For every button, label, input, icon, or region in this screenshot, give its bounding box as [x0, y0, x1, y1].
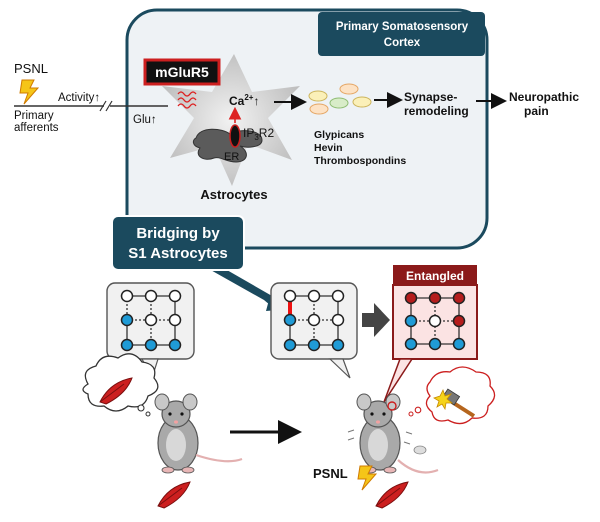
pain-bubble: [425, 366, 496, 425]
synapse-label-line1: Synapse-: [404, 90, 457, 104]
bridging-line2: S1 Astrocytes: [128, 245, 228, 262]
factor-thrombospondins: Thrombospondins: [314, 155, 406, 167]
cortex-title-line2: Cortex: [384, 37, 421, 49]
feather-icon-left-bottom: [157, 481, 191, 509]
factor-glypicans: Glypicans: [314, 129, 364, 141]
network-grid-bridged: [270, 282, 358, 379]
ip3r2-channel-icon: [229, 124, 241, 148]
psnl-label-bottom: PSNL: [313, 466, 348, 481]
cortex-panel: Primary Somatosensory Cortex: [125, 8, 489, 250]
primary-afferents-line2: afferents: [14, 122, 59, 134]
pain-label-line1: Neuropathic: [509, 90, 579, 104]
mouse-normal: [82, 353, 243, 509]
bridging-line1: Bridging by: [136, 225, 220, 242]
er-label: ER: [224, 151, 239, 163]
cortex-title-badge: [318, 12, 485, 56]
synapse-label-line2: remodeling: [404, 104, 469, 118]
cortex-title-line1: Primary Somatosensory: [336, 21, 469, 33]
s1-cortex-marker: [387, 401, 397, 411]
primary-afferent-input: PSNL Activity↑ Primary afferents Glu↑: [14, 61, 168, 134]
network-grid-entangled: Entangled: [383, 265, 478, 403]
receptor-icon: [177, 91, 197, 109]
psnl-label-top: PSNL: [14, 61, 48, 76]
network-grid-before: [106, 282, 195, 380]
astrocytes-label: Astrocytes: [200, 187, 267, 202]
ip3r2-label: IP3R2: [243, 126, 274, 142]
feather-icon-right-bottom: [375, 481, 409, 509]
mglur5-badge: [143, 58, 221, 86]
secreted-factors-icon: [308, 83, 372, 115]
glu-label: Glu↑: [133, 114, 157, 126]
calcium-label: Ca2+↑: [229, 93, 259, 108]
mglur5-label: mGluR5: [155, 64, 209, 80]
hammer-icon: [441, 388, 476, 418]
lightning-icon: [19, 79, 40, 105]
pain-label-line2: pain: [524, 104, 549, 118]
factor-hevin: Hevin: [314, 142, 343, 154]
activity-label: Activity↑: [58, 92, 100, 104]
entangled-label: Entangled: [406, 269, 464, 283]
primary-afferents-line1: Primary: [14, 110, 54, 122]
mouse-psnl: PSNL: [313, 366, 496, 509]
lightning-icon-bottom: [357, 465, 378, 491]
impact-star-icon: [433, 388, 454, 411]
astrocyte-cell: mGluR5 ER IP3R2 Ca2+↑ Astrocytes: [143, 54, 300, 202]
transition-arrow-icon: [362, 303, 390, 337]
